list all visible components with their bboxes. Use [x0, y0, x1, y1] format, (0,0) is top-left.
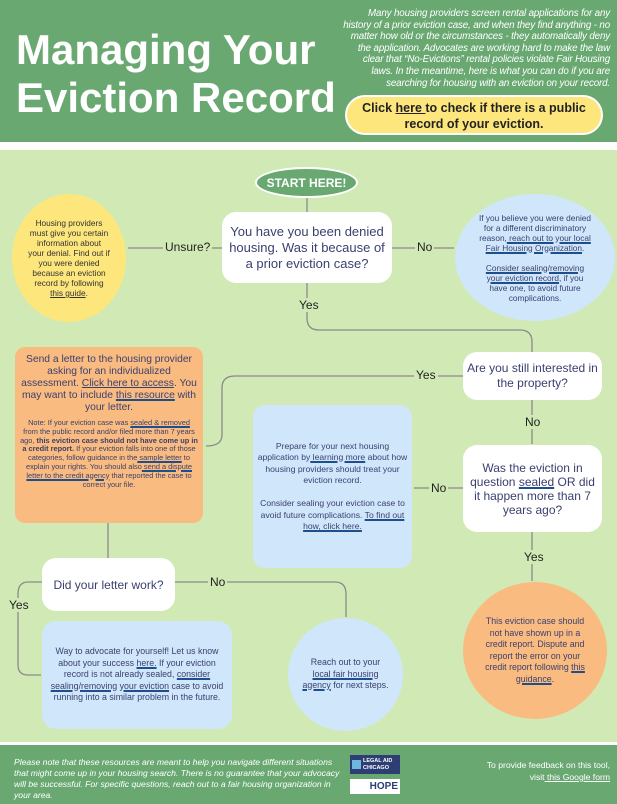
consider-sealing-link[interactable]: Consider sealing/removing your eviction … [485, 262, 585, 283]
dispute-text-b: . [551, 673, 555, 684]
prepare-text-c: Consider sealing your eviction case to a… [260, 498, 405, 520]
no-label: No [208, 575, 228, 589]
letter-text-b: . You may want to include [21, 378, 197, 401]
yes-label: Yes [414, 368, 438, 382]
legal-aid-chicago-logo: LEGAL AID CHICAGO [350, 755, 400, 774]
click-here-access-link[interactable]: Click here to access [81, 378, 174, 389]
yes-label: Yes [297, 298, 321, 312]
question-denied-eviction: You have you been denied housing. Was it… [222, 212, 392, 283]
note-text: Note: If your eviction case was [28, 418, 131, 427]
google-form-link[interactable]: this Google form [544, 772, 610, 782]
dispute-letter-link[interactable]: send a dispute letter to the credit agen… [26, 461, 192, 480]
check-record-link[interactable]: here [395, 101, 426, 115]
learning-more-link[interactable]: learning more [310, 452, 366, 462]
unsure-label: Unsure? [163, 240, 213, 254]
start-node: START HERE! [255, 167, 358, 198]
connector [306, 283, 533, 352]
this-guidance-link[interactable]: this guidance [515, 662, 585, 684]
title-line-1: Managing Your [16, 26, 316, 73]
question-still-interested: Are you still interested in the property… [463, 352, 602, 400]
q3-text-b: OR did it happen more than 7 years ago? [474, 474, 595, 517]
check-post: to check if there is a public record of … [404, 101, 586, 131]
sample-letter-link[interactable]: sample letter [137, 453, 182, 463]
circle-text: Reach out to your [310, 657, 381, 668]
check-pre: Click [362, 101, 396, 115]
connector [205, 375, 463, 447]
sealed-removed-link[interactable]: sealed & removed [130, 418, 190, 427]
blue-right-text-2: , if you have one, to avoid future compl… [489, 272, 584, 303]
no-label: No [429, 481, 449, 495]
orange-dispute-ellipse: This eviction case should not have shown… [463, 582, 607, 719]
this-resource-link[interactable]: this resource [115, 390, 175, 401]
no-label: No [415, 240, 435, 254]
success-text: Way to advocate for yourself! Let us kno… [55, 646, 219, 668]
check-record-banner: Click here to check if there is a public… [345, 95, 603, 135]
note-text-c: If your eviction falls into one of those… [28, 444, 196, 463]
feedback-pre: To provide feedback on this tool, [486, 760, 610, 770]
blue-right-text-end: . [582, 242, 585, 253]
yellow-text: Housing providers must give you certain … [28, 218, 110, 288]
q3-text: Was the eviction in question [470, 460, 583, 489]
blue-prepare-box: Prepare for your next housing applicatio… [253, 405, 412, 568]
prepare-text: Prepare for your next housing applicatio… [257, 440, 390, 463]
letter-text: Send a letter to the housing provider as… [21, 354, 192, 389]
note-bold: this eviction case should not have come … [22, 435, 198, 454]
prepare-text-b: about how housing providers should treat… [265, 452, 408, 485]
hope-logo: HOPE [350, 779, 400, 794]
success-text-b: If your eviction record is not already s… [63, 657, 216, 680]
consider-sealing-eviction-link[interactable]: consider sealing/removing your eviction [50, 669, 211, 691]
question-sealed-or-old: Was the eviction in question sealed OR d… [463, 445, 602, 532]
sealed-link[interactable]: sealed [518, 474, 555, 489]
logo-mark [352, 760, 361, 769]
connector [175, 581, 347, 617]
footer-disclaimer: Please note that these resources are mea… [14, 757, 340, 800]
question-letter-work: Did your letter work? [42, 558, 175, 611]
letter-text-c: with your letter. [84, 390, 196, 413]
success-here-link[interactable]: here. [136, 657, 157, 668]
success-text-c: case to avoid running into a similar pro… [53, 680, 224, 703]
blue-right-text: If you believe you were denied for a dif… [478, 212, 592, 243]
dispute-text: This eviction case should not have shown… [485, 616, 585, 672]
footer [0, 745, 617, 804]
yes-label: Yes [522, 550, 546, 564]
fair-housing-org-link[interactable]: reach out to your local Fair Housing Org… [485, 232, 591, 253]
blue-discrimination-bubble: If you believe you were denied for a dif… [455, 194, 615, 321]
local-fair-housing-link[interactable]: local fair housing agency [302, 668, 379, 691]
blue-success-box: Way to advocate for yourself! Let us kno… [42, 621, 232, 729]
blue-fair-housing-circle: Reach out to your local fair housing age… [288, 618, 403, 731]
orange-letter-box: Send a letter to the housing provider as… [15, 347, 203, 523]
yes-label: Yes [7, 598, 31, 612]
find-out-how-link[interactable]: To find out how, click here. [303, 509, 405, 532]
this-guide-link[interactable]: this guide [50, 288, 86, 298]
yellow-guide-bubble: Housing providers must give you certain … [12, 194, 126, 322]
intro-text: Many housing providers screen rental app… [343, 8, 610, 89]
feedback-visit: visit [529, 772, 545, 782]
connector [17, 581, 42, 676]
feedback-text: To provide feedback on this tool, visit t… [408, 759, 610, 783]
note-text-d: to explain your rights. You should also [25, 453, 190, 471]
title-line-2: Eviction Record [16, 74, 336, 121]
logo1-text: LEGAL AID CHICAGO [363, 758, 393, 771]
yellow-text-end: . [85, 288, 88, 298]
no-label: No [523, 415, 543, 429]
circle-text-b: for next steps. [330, 680, 389, 691]
note-text-b: from the public record and/or filed more… [20, 426, 195, 445]
note-text-e: that reported the case to correct your f… [82, 470, 192, 489]
